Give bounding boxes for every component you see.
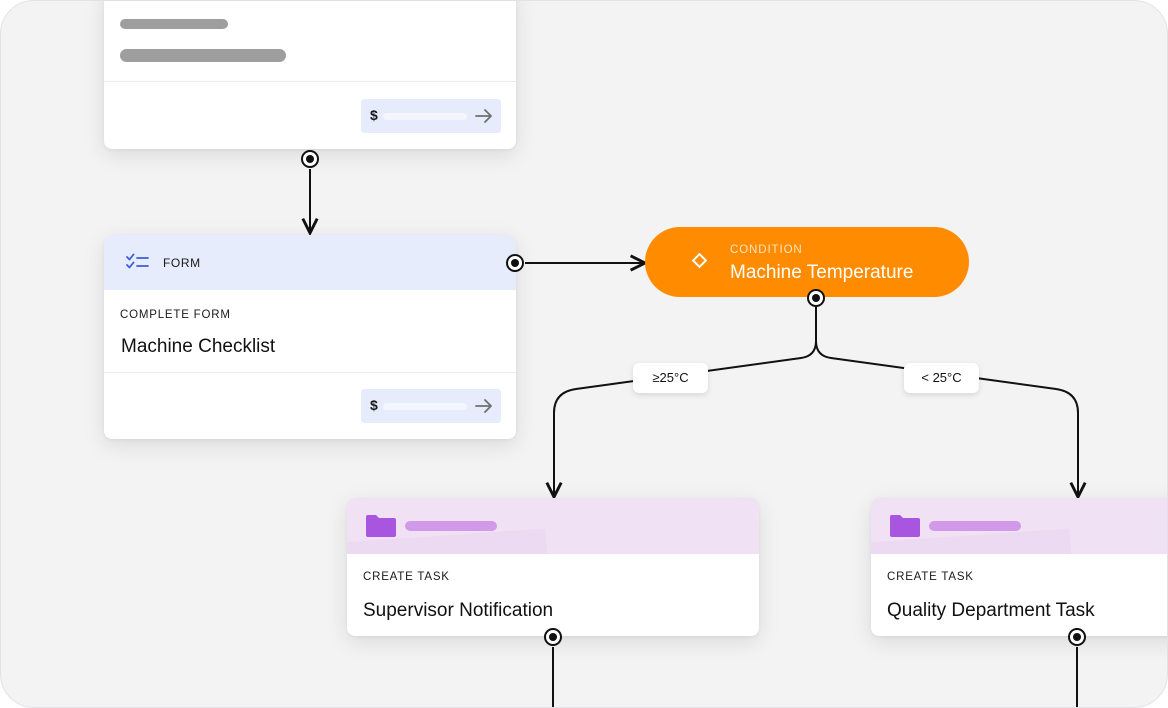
- form-step-card[interactable]: FORM COMPLETE FORM Machine Checklist $: [104, 235, 516, 439]
- condition-kicker: CONDITION: [730, 244, 803, 256]
- card-divider: [104, 372, 516, 373]
- task-card-quality[interactable]: CREATE TASK Quality Department Task: [871, 498, 1167, 636]
- task-action-kicker: CREATE TASK: [363, 571, 450, 583]
- placeholder-line: [120, 19, 228, 29]
- task-title: Quality Department Task: [887, 600, 1095, 621]
- form-type-label: FORM: [163, 256, 201, 270]
- folder-icon: [366, 515, 396, 537]
- price-button[interactable]: $: [361, 99, 501, 133]
- task-name-placeholder: [929, 521, 1021, 531]
- folder-icon: [890, 515, 920, 537]
- form-title: Machine Checklist: [121, 336, 276, 357]
- branch-label-low[interactable]: < 25°C: [904, 363, 979, 393]
- form-card-header: FORM: [104, 235, 516, 290]
- task-name-placeholder: [405, 521, 497, 531]
- task-title: Supervisor Notification: [363, 600, 554, 621]
- price-placeholder: [383, 403, 467, 410]
- branch-label-high[interactable]: ≥25°C: [633, 363, 708, 393]
- dollar-symbol: $: [370, 397, 378, 413]
- diamond-icon: [691, 252, 708, 269]
- price-button[interactable]: $: [361, 389, 501, 423]
- checklist-icon: [126, 253, 149, 269]
- connector-condition-to-left-task: [554, 307, 817, 497]
- arrow-right-icon: [475, 109, 492, 123]
- condition-node[interactable]: CONDITION Machine Temperature: [645, 227, 969, 297]
- placeholder-line: [120, 49, 286, 62]
- task-card-header: [871, 498, 1167, 554]
- condition-title: Machine Temperature: [730, 262, 914, 283]
- task-action-kicker: CREATE TASK: [887, 571, 974, 583]
- top-step-card[interactable]: $: [104, 1, 516, 149]
- task-card-header: [347, 498, 759, 554]
- form-action-kicker: COMPLETE FORM: [120, 309, 231, 321]
- price-placeholder: [383, 113, 467, 120]
- arrow-right-icon: [475, 399, 492, 413]
- task-card-supervisor[interactable]: CREATE TASK Supervisor Notification: [347, 498, 759, 636]
- port-handle[interactable]: [301, 150, 319, 168]
- card-divider: [104, 81, 516, 82]
- dollar-symbol: $: [370, 107, 378, 123]
